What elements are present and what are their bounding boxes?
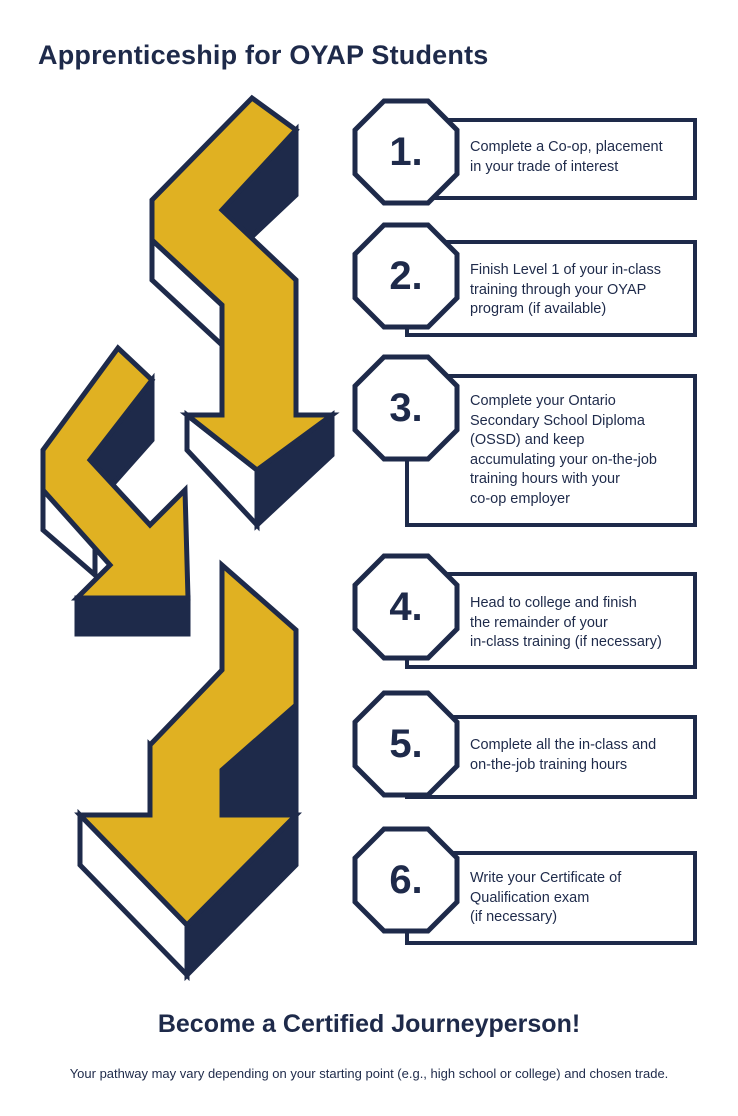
- step-text: Head to college and finish the remainder…: [470, 595, 662, 650]
- step-number-badge: 3.: [352, 354, 460, 462]
- step-number: 1.: [389, 129, 423, 174]
- step-number: 2.: [389, 253, 423, 298]
- step-number-badge: 1.: [352, 98, 460, 206]
- step-number-badge: 4.: [352, 553, 460, 661]
- footnote: Your pathway may vary depending on your …: [69, 1066, 669, 1081]
- step-text: Complete all the in-class and on-the-job…: [470, 737, 657, 773]
- step-text: Complete a Co-op, placement in your trad…: [470, 139, 663, 175]
- step-number: 6.: [389, 857, 423, 902]
- decorative-arrows-graphic: [40, 94, 340, 982]
- step-number-badge: 2.: [352, 222, 460, 330]
- page-title: Apprenticeship for OYAP Students: [38, 40, 489, 70]
- arrow-bottom: [74, 559, 302, 982]
- arrow-middle: [40, 344, 191, 637]
- step-text: Complete your Ontario Secondary School D…: [470, 393, 657, 507]
- step-text: Write your Certificate of Qualification …: [470, 870, 622, 925]
- step-number-badge: 5.: [352, 690, 460, 798]
- step-number-badge: 6.: [352, 826, 460, 934]
- step-number: 5.: [389, 721, 423, 766]
- step-text: Finish Level 1 of your in-class training…: [470, 262, 661, 317]
- closing-headline: Become a Certified Journeyperson!: [157, 1010, 581, 1038]
- step-number: 3.: [389, 385, 423, 430]
- step-number: 4.: [389, 584, 423, 629]
- arrow-top: [149, 94, 340, 532]
